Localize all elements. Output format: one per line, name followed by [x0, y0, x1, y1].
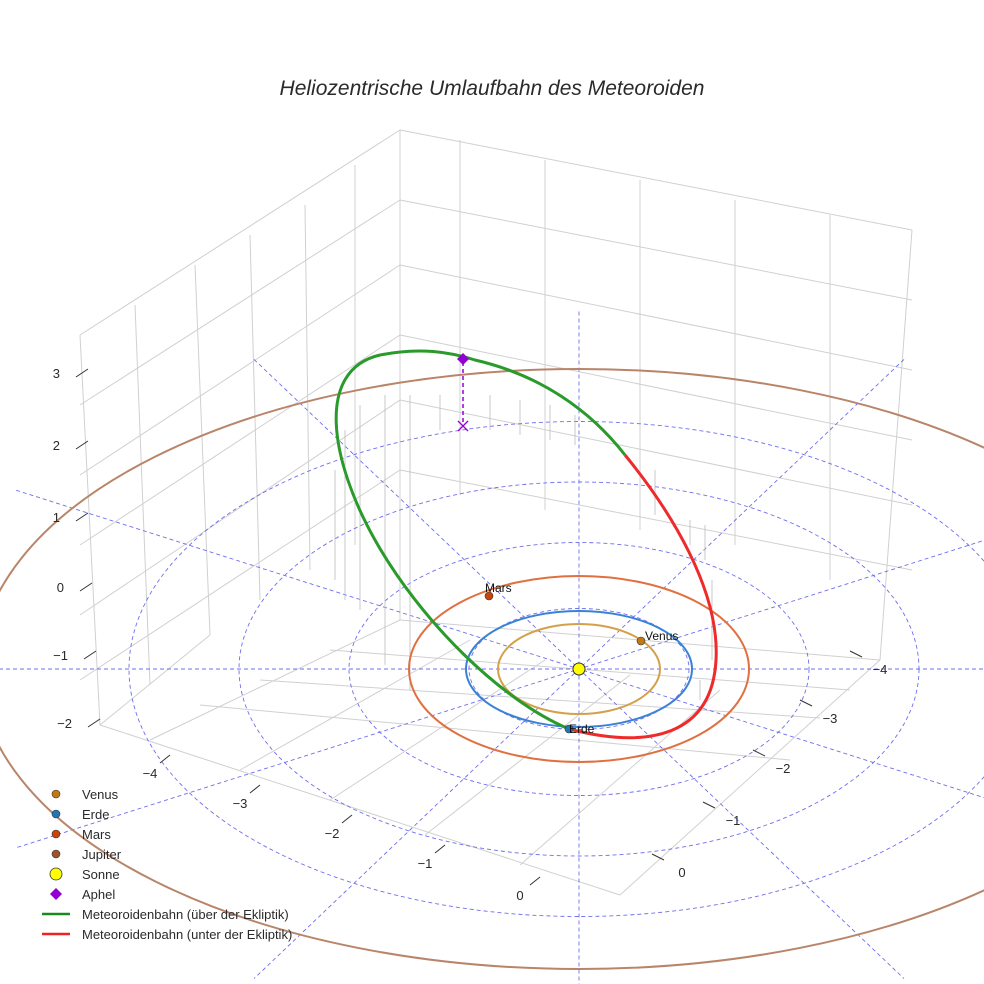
z-tick-label: −2 — [57, 716, 72, 731]
grid-line — [879, 229, 913, 661]
x-tick-mark — [249, 784, 261, 794]
planet-orbits — [0, 368, 984, 970]
y-tick-mark — [651, 853, 665, 861]
x-tick-label: −3 — [233, 796, 248, 811]
y-tick-label: −1 — [726, 813, 741, 828]
legend-label: Venus — [82, 787, 119, 802]
x-tick-mark — [434, 844, 446, 854]
legend-symbol — [49, 867, 63, 881]
grid-line — [399, 334, 913, 441]
grid-line — [399, 129, 913, 231]
grid-line — [79, 199, 401, 406]
grid-line — [99, 634, 211, 726]
grid-line — [99, 724, 621, 896]
grid-line — [239, 639, 471, 771]
grid-line — [79, 264, 401, 476]
legend-symbol — [51, 789, 61, 799]
grid-line — [399, 199, 913, 301]
y-tick-mark — [799, 699, 813, 707]
orbit-mars — [408, 575, 750, 763]
orbit-above-ecliptic — [334, 349, 627, 731]
z-tick-mark — [75, 512, 89, 522]
legend-symbol — [51, 809, 61, 819]
chart-title: Heliozentrische Umlaufbahn des Meteoroid… — [280, 77, 705, 100]
y-tick-label: 0 — [678, 865, 685, 880]
grid-line — [329, 649, 851, 691]
legend-symbol — [51, 849, 61, 859]
x-tick-label: −4 — [143, 766, 158, 781]
grid-line — [399, 399, 913, 506]
ecliptic-grid — [0, 311, 984, 984]
grid-line — [199, 704, 791, 761]
grid-box — [79, 129, 913, 896]
grid-line — [249, 234, 261, 601]
aphel-marker — [457, 353, 469, 365]
orbit-projection-lines — [334, 395, 713, 700]
z-tick-mark — [79, 582, 93, 592]
planet-label-mars: Mars — [485, 581, 512, 595]
x-tick-mark — [529, 876, 541, 886]
grid-line — [424, 674, 631, 836]
z-tick-label: 1 — [53, 510, 60, 525]
legend-label: Sonne — [82, 867, 120, 882]
x-tick-label: −1 — [418, 856, 433, 871]
z-tick-mark — [83, 650, 97, 660]
grid-line — [79, 334, 401, 546]
z-tick-label: 2 — [53, 438, 60, 453]
x-tick-mark — [159, 754, 171, 764]
orbit-erde — [465, 610, 693, 728]
legend-label: Erde — [82, 807, 109, 822]
grid-line — [79, 399, 401, 616]
legend-label: Meteoroidenbahn (über der Ekliptik) — [82, 907, 289, 922]
axis-ticks: 3 2 1 0 −1 −2 −4 −3 −2 −1 0 −4 −3 −2 −1 0 — [53, 366, 888, 903]
z-tick-mark — [87, 718, 101, 728]
grid-line — [79, 334, 101, 726]
orbit-venus — [497, 623, 661, 715]
planet-label-erde: Erde — [569, 722, 595, 736]
legend: VenusErdeMarsJupiterSonneAphelMeteoroide… — [42, 787, 292, 942]
grid-line — [329, 659, 546, 801]
legend-label: Jupiter — [82, 847, 122, 862]
planet-erde — [564, 724, 574, 734]
x-tick-label: 0 — [516, 888, 523, 903]
meteoroid-orbit — [334, 349, 718, 740]
planet-mars — [484, 591, 494, 601]
planet-venus — [636, 636, 646, 646]
grid-line — [619, 659, 881, 896]
y-tick-mark — [849, 650, 863, 658]
grid-line — [79, 129, 401, 336]
aphel-projection-marker — [457, 420, 469, 432]
legend-label: Mars — [82, 827, 111, 842]
x-tick-mark — [341, 814, 353, 824]
y-tick-label: −4 — [873, 662, 888, 677]
orbit-jupiter — [0, 368, 984, 970]
y-tick-label: −3 — [823, 711, 838, 726]
grid-line — [194, 264, 211, 636]
grid-line — [399, 264, 913, 371]
z-tick-mark — [75, 368, 89, 378]
grid-line — [519, 689, 721, 866]
grid-line — [399, 469, 913, 571]
y-tick-label: −2 — [776, 761, 791, 776]
z-tick-label: 3 — [53, 366, 60, 381]
z-tick-label: −1 — [53, 648, 68, 663]
x-tick-label: −2 — [325, 826, 340, 841]
grid-line — [134, 304, 151, 686]
grid-line — [304, 204, 311, 571]
z-tick-label: 0 — [57, 580, 64, 595]
y-tick-mark — [702, 801, 716, 809]
z-tick-mark — [75, 440, 89, 450]
legend-label: Meteoroidenbahn (unter der Ekliptik) — [82, 927, 292, 942]
orbit-below-ecliptic — [568, 454, 718, 740]
grid-line — [259, 679, 821, 719]
legend-symbol — [51, 829, 61, 839]
grid-line — [79, 469, 401, 681]
sun-marker — [572, 662, 586, 676]
planet-label-venus: Venus — [645, 629, 678, 643]
legend-label: Aphel — [82, 887, 115, 902]
grid-line — [149, 619, 401, 741]
legend-symbol — [50, 888, 62, 900]
y-tick-mark — [752, 749, 766, 757]
